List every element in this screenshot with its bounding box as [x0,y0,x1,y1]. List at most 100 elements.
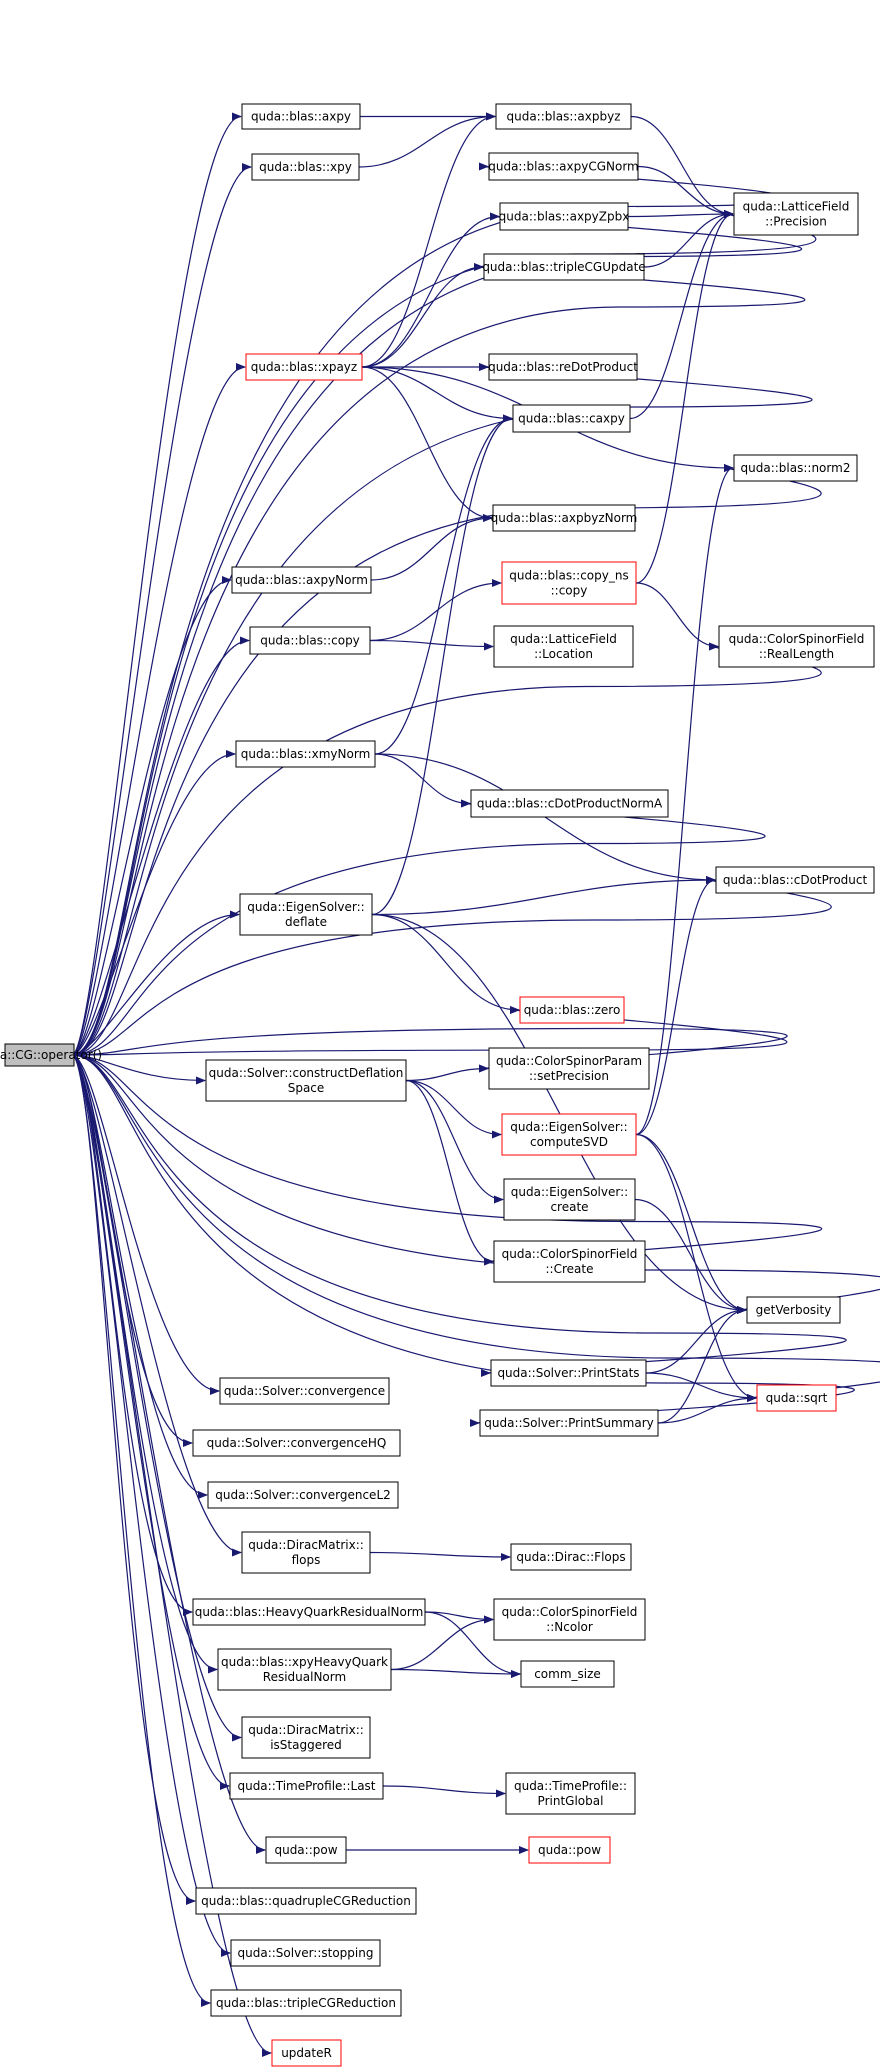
node-label: quda::blas::tripleCGReduction [216,1996,396,2010]
node-convergence[interactable]: quda::Solver::convergence [219,1377,390,1405]
node-root[interactable]: quda::CG::operator() [0,1043,102,1067]
edge-copy-to-lfLoc [369,639,494,651]
node-norm2[interactable]: quda::blas::norm2 [733,454,858,482]
node-printGlobal[interactable]: quda::TimeProfile::PrintGlobal [505,1772,636,1815]
node-label: quda::Solver::stopping [238,1946,374,1960]
node-pow1[interactable]: quda::pow [265,1836,347,1864]
node-convergenceHQ[interactable]: quda::Solver::convergenceHQ [192,1429,401,1457]
node-label: ::setPrecision [529,1069,609,1083]
node-label: quda::pow [274,1843,337,1857]
node-flops[interactable]: quda::DiracMatrix::flops [241,1531,371,1574]
edge-xpayz-to-caxpy [361,366,513,423]
node-quadCG[interactable]: quda::blas::quadrupleCGReduction [195,1887,417,1915]
node-label: quda::blas::axpyNorm [235,573,368,587]
node-box [241,103,361,130]
node-box [519,996,625,1024]
node-diracFlops[interactable]: quda::Dirac::Flops [510,1543,632,1571]
node-getVerbosity[interactable]: getVerbosity [746,1296,841,1324]
node-isStag[interactable]: quda::DiracMatrix::isStaggered [241,1716,371,1759]
node-label: quda::blas::axpyZpbx [499,210,630,224]
edge-cds-to-csfCreate [405,1079,494,1266]
node-box [715,866,875,894]
node-axpy[interactable]: quda::blas::axpy [241,103,361,130]
node-tripleRed[interactable]: quda::blas::tripleCGReduction [210,1989,402,2017]
edge-svd-to-cDot [635,876,716,1136]
node-lfLoc[interactable]: quda::LatticeField::Location [493,625,634,668]
node-ncolor[interactable]: quda::ColorSpinorField::Ncolor [493,1598,646,1641]
node-label: quda::Solver::constructDeflation [209,1066,404,1080]
node-box [718,625,875,668]
node-xmyNorm[interactable]: quda::blas::xmyNorm [235,740,376,768]
edge-caxpy-to-lfPrec [629,210,734,420]
node-box [205,1059,407,1102]
node-csfCreate[interactable]: quda::ColorSpinorField::Create [493,1240,646,1283]
node-axpyZpbx[interactable]: quda::blas::axpyZpbx [499,202,630,231]
node-stopping[interactable]: quda::Solver::stopping [230,1939,381,1967]
node-esCreate[interactable]: quda::EigenSolver::create [503,1178,636,1221]
node-label: quda::EigenSolver:: [247,900,364,914]
node-svd[interactable]: quda::EigenSolver::computeSVD [501,1113,637,1156]
node-label: quda::blas::tripleCGUpdate [482,260,645,274]
node-deflate[interactable]: quda::EigenSolver::deflate [239,893,373,936]
node-box [493,1240,646,1283]
node-cDot[interactable]: quda::blas::cDotProduct [715,866,875,894]
node-xpayz[interactable]: quda::blas::xpayz [245,353,363,381]
node-axpyNorm[interactable]: quda::blas::axpyNorm [231,566,372,594]
node-realLength[interactable]: quda::ColorSpinorField::RealLength [718,625,875,668]
node-label: quda::blas::cDotProduct [723,873,868,887]
edge-tripleCGUpdate-to-lfPrec [643,210,734,268]
node-label: quda::ColorSpinorParam [496,1054,642,1068]
edge-xpayz-to-axpbyzNorm [361,366,493,522]
node-zero[interactable]: quda::blas::zero [519,996,625,1024]
node-lfPrec[interactable]: quda::LatticeField::Precision [733,192,859,236]
edge-xpy-to-axpbyz [358,112,496,168]
node-label: PrintGlobal [538,1794,604,1808]
edge-axpbyz-to-lfPrec [630,115,734,218]
node-axpbyz[interactable]: quda::blas::axpbyz [495,103,632,130]
node-reDot[interactable]: quda::blas::reDotProduct [488,353,638,381]
node-commSize[interactable]: comm_size [520,1660,615,1688]
node-box [495,103,632,130]
node-label: quda::Solver::convergenceL2 [215,1488,391,1502]
node-tripleCGUpdate[interactable]: quda::blas::tripleCGUpdate [482,253,646,281]
node-label: updateR [281,2046,332,2060]
node-caxpy[interactable]: quda::blas::caxpy [512,404,631,433]
node-setPrec[interactable]: quda::ColorSpinorParam::setPrecision [488,1047,650,1090]
node-axpbyzNorm[interactable]: quda::blas::axpbyzNorm [491,504,638,532]
edge-axpyNorm-to-axpbyzNorm [370,514,493,581]
node-box [490,1359,647,1387]
node-label: quda::EigenSolver:: [510,1120,627,1134]
edge-deflate-to-zero [371,913,520,1014]
node-updateR[interactable]: updateR [271,2039,342,2067]
node-copyns[interactable]: quda::blas::copy_ns::copy [501,561,637,605]
node-box [746,1296,841,1324]
node-label: quda::ColorSpinorField [729,632,865,646]
node-label: ::Location [534,647,593,661]
node-tpLast[interactable]: quda::TimeProfile::Last [229,1772,384,1800]
node-box [483,253,645,281]
node-printStats[interactable]: quda::Solver::PrintStats [490,1359,647,1387]
node-box [492,504,636,532]
node-xpy[interactable]: quda::blas::xpy [251,153,360,181]
node-box [219,1377,390,1405]
node-cDotNormA[interactable]: quda::blas::cDotProductNormA [470,789,669,818]
node-convergenceL2[interactable]: quda::Solver::convergenceL2 [207,1481,399,1509]
node-box [505,1772,636,1815]
node-pow2[interactable]: quda::pow [528,1836,611,1864]
edge-flops-to-diracFlops [369,1551,511,1561]
node-printSummary[interactable]: quda::Solver::PrintSummary [479,1409,659,1437]
node-copy[interactable]: quda::blas::copy [249,626,371,655]
node-label: quda::blas::HeavyQuarkResidualNorm [195,1605,424,1619]
node-label: quda::Solver::convergenceHQ [207,1436,387,1450]
node-sqrt[interactable]: quda::sqrt [756,1384,837,1412]
node-box [229,1772,384,1800]
node-box [503,1178,636,1221]
node-box [488,1047,650,1090]
node-box [733,454,858,482]
node-hqrn[interactable]: quda::blas::HeavyQuarkResidualNorm [192,1598,426,1626]
edge-svd-to-sqrt [635,1133,757,1402]
node-axpyCGNorm[interactable]: quda::blas::axpyCGNorm [488,152,639,181]
edge-svd-to-norm2 [635,464,734,1136]
